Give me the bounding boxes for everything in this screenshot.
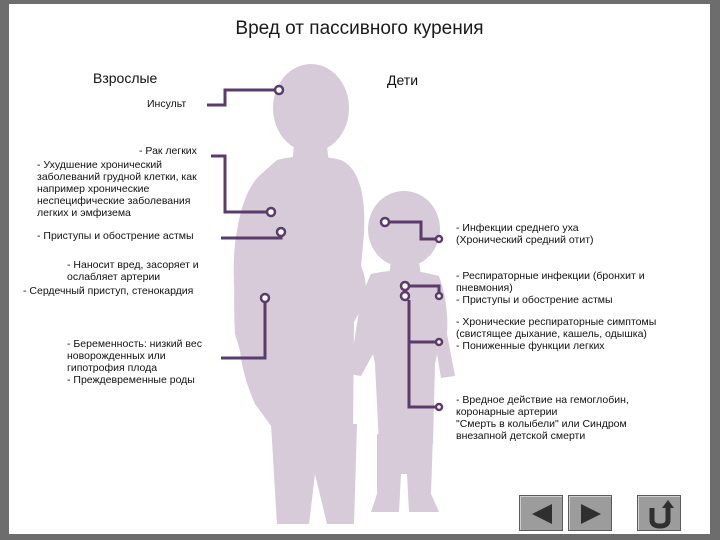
slide: Вред от пассивного курения Взрослые Дети… xyxy=(9,4,710,534)
adult-note-lung-cancer: - Рак легких xyxy=(139,145,197,157)
slide-title: Вред от пассивного курения xyxy=(235,18,484,39)
child-note-respiratory-infections: - Респираторные инфекции (бронхит и пнев… xyxy=(456,270,645,306)
adult-note-asthma: - Приступы и обострение астмы xyxy=(37,230,194,242)
adult-note-pregnancy: - Беременность: низкий вес новорожденных… xyxy=(67,338,202,386)
triangle-right-icon xyxy=(581,504,601,524)
child-note-ear-infection: - Инфекции среднего уха (Хронический сре… xyxy=(456,222,594,246)
children-heading: Дети xyxy=(387,72,419,88)
return-arrow-icon xyxy=(649,500,674,529)
child-silhouette xyxy=(349,191,455,512)
silhouette-illustration xyxy=(207,64,455,524)
forward-button[interactable] xyxy=(568,495,612,531)
return-button[interactable] xyxy=(637,495,681,531)
adult-note-stroke: Инсульт xyxy=(147,98,187,110)
adult-note-arteries: - Наносит вред, засоряет и ослабляет арт… xyxy=(67,259,199,283)
adults-heading: Взрослые xyxy=(93,70,158,86)
back-button[interactable] xyxy=(519,495,563,531)
adult-note-heart-attack: - Сердечный приступ, стенокардия xyxy=(23,285,194,297)
adult-silhouette xyxy=(233,64,366,524)
child-note-sids: - Вредное действие на гемоглобин, корона… xyxy=(456,394,629,442)
triangle-left-icon xyxy=(532,504,552,524)
connector-dots xyxy=(259,84,444,412)
adult-note-chronic-diseases: - Ухудшение хронический заболеваний груд… xyxy=(37,159,197,219)
child-note-chronic-symptoms: - Хронические респираторные симптомы (св… xyxy=(456,316,657,352)
